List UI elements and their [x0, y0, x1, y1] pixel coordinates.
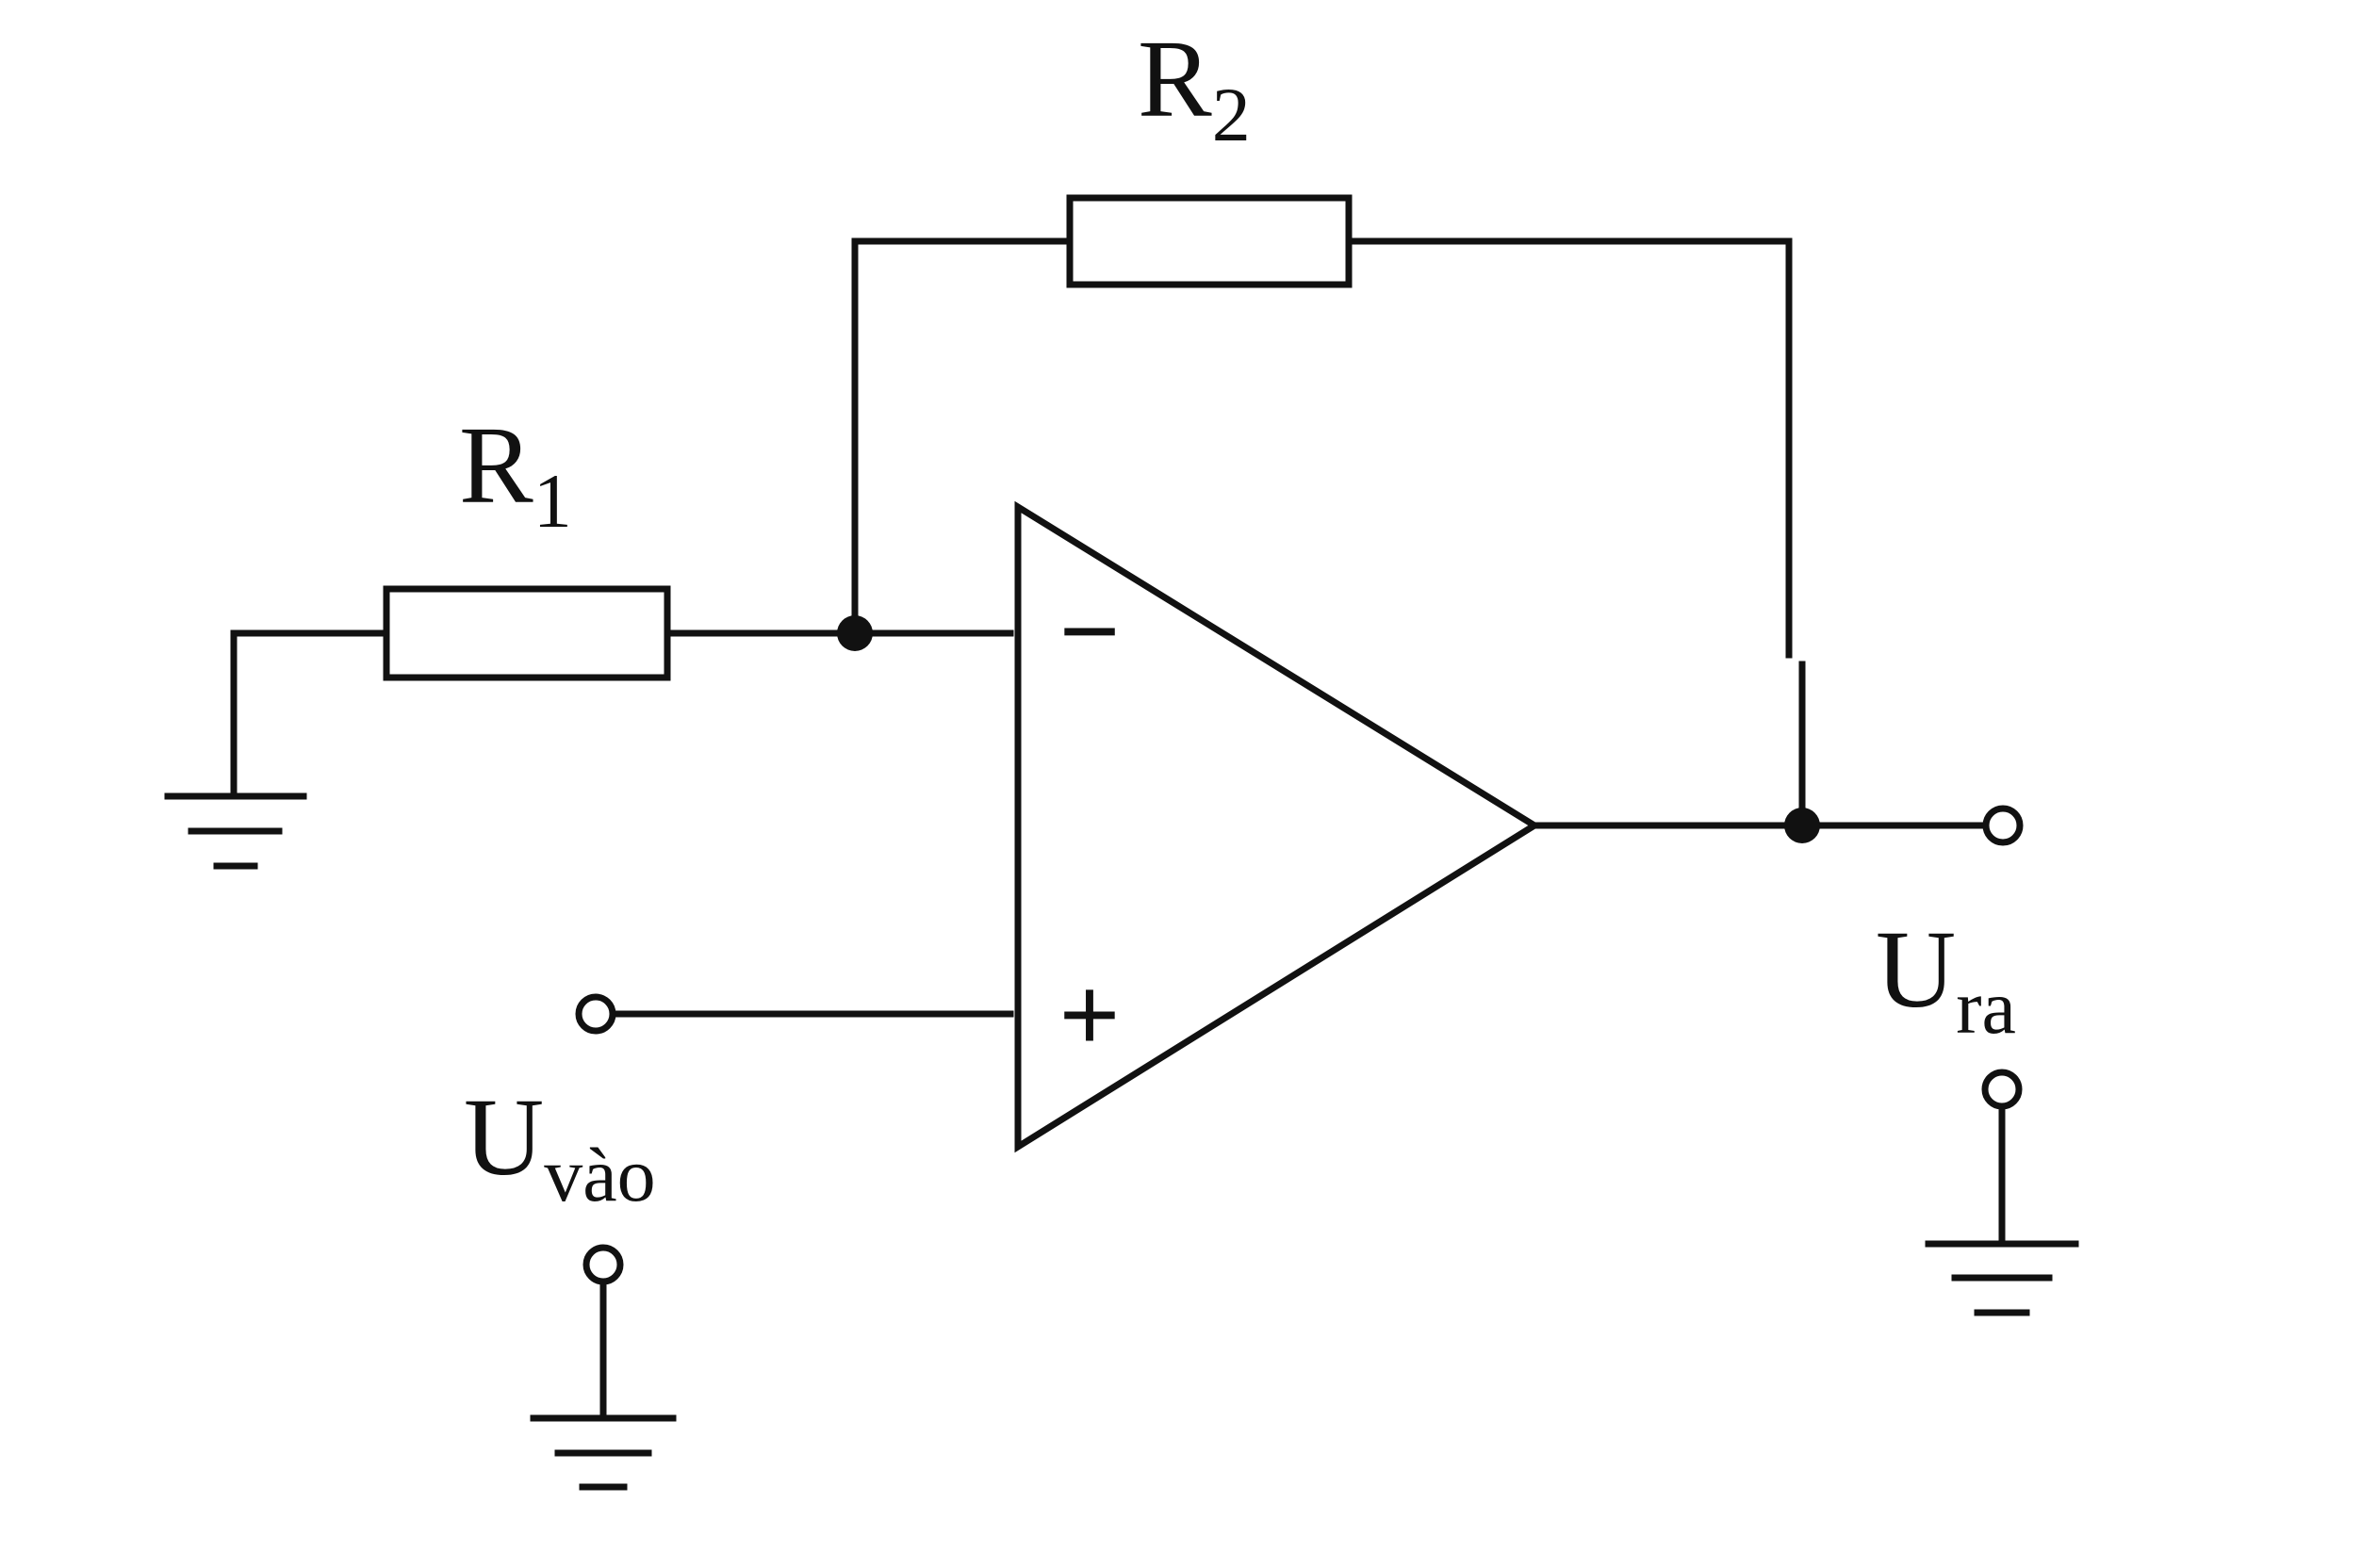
inverting-input-sign: − [1059, 573, 1120, 689]
noninverting-input-sign: + [1059, 956, 1120, 1072]
ground-symbol-output [1925, 1240, 2079, 1316]
ground-symbol-input [530, 1414, 677, 1491]
resistor-r2 [1066, 194, 1353, 288]
output-ground-terminal [1981, 1069, 2023, 1110]
r1-label-letter: R [459, 403, 533, 527]
r1-label-index: 1 [533, 458, 572, 544]
feedback-wire-right [1345, 237, 1793, 659]
r1-ground-wire [230, 629, 390, 795]
r2-label-letter: R [1138, 17, 1212, 140]
input-terminal [575, 993, 616, 1035]
input-voltage-letter: U [464, 1075, 544, 1199]
r2-label-index: 2 [1212, 72, 1251, 157]
input-voltage-subscript: vào [544, 1132, 655, 1217]
resistor-r1 [383, 585, 671, 681]
input-ground-terminal [582, 1244, 624, 1285]
output-voltage-label: Ura [1876, 907, 2016, 1050]
output-voltage-letter: U [1876, 907, 1956, 1031]
output-terminal [1982, 805, 2024, 846]
r1-label: R1 [459, 403, 572, 544]
junction-node-inverting [837, 615, 873, 651]
r2-label: R2 [1138, 17, 1251, 157]
ground-symbol-r1 [164, 792, 307, 870]
input-voltage-label: Uvào [464, 1075, 656, 1217]
op-amp-triangle [1014, 500, 1541, 1153]
feedback-wire-left [851, 237, 1074, 637]
junction-node-output [1784, 808, 1820, 843]
output-voltage-subscript: ra [1956, 964, 2016, 1050]
